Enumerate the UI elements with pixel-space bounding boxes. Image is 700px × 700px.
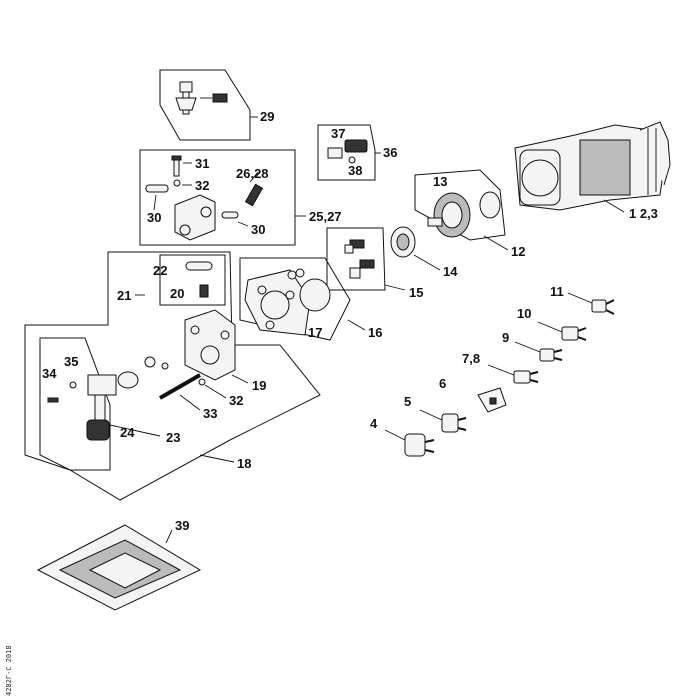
callout-35: 35 xyxy=(64,354,78,369)
callout-26-28: 26,28 xyxy=(236,166,269,181)
callout-17: 17 xyxy=(308,325,322,340)
frame-21 xyxy=(159,254,226,306)
callout-32b: 32 xyxy=(229,393,243,408)
group-36: 37 38 36 xyxy=(317,124,397,181)
callout-25-27: 25,27 xyxy=(309,209,342,224)
frame-16 xyxy=(239,257,351,341)
callout-20: 20 xyxy=(170,286,184,301)
callout-24: 24 xyxy=(120,425,135,440)
callout-4: 4 xyxy=(370,416,378,431)
document-code: 4282Г-С 2018 xyxy=(5,645,13,696)
packaging-icon xyxy=(36,524,202,611)
callout-19: 19 xyxy=(252,378,266,393)
frame-23 xyxy=(39,337,111,471)
gear-icon xyxy=(427,191,501,238)
callout-13: 13 xyxy=(433,174,447,189)
motor-housing-icon xyxy=(514,121,671,211)
switch-icon xyxy=(327,139,368,164)
frame-29 xyxy=(159,69,251,141)
callout-36: 36 xyxy=(383,145,397,160)
callout-21: 21 xyxy=(117,288,131,303)
bearing-icon xyxy=(390,226,416,258)
callout-37: 37 xyxy=(331,126,345,141)
callout-33: 33 xyxy=(203,406,217,421)
callout-30b: 30 xyxy=(251,222,265,237)
callout-39: 39 xyxy=(175,518,189,533)
check-valve-icon xyxy=(344,239,375,279)
callout-38: 38 xyxy=(348,163,362,178)
callout-5: 5 xyxy=(404,394,411,409)
callout-16: 16 xyxy=(368,325,382,340)
callout-29: 29 xyxy=(260,109,274,124)
callout-12: 12 xyxy=(511,244,525,259)
seal-kit-icon xyxy=(185,261,213,298)
frame-36 xyxy=(317,124,376,181)
callout-1-2-3: 1 2,3 xyxy=(629,206,658,221)
callout-32a: 32 xyxy=(195,178,209,193)
document-code-text: 4282Г-С 2018 xyxy=(5,645,13,696)
pump-housing-icon xyxy=(244,268,331,336)
callout-6: 6 xyxy=(439,376,446,391)
callout-23: 23 xyxy=(166,430,180,445)
callout-30a: 30 xyxy=(147,210,161,225)
callout-31: 31 xyxy=(195,156,209,171)
callout-11: 11 xyxy=(550,284,564,299)
group-25-27: 31 32 30 26,28 30 25,27 xyxy=(139,149,342,246)
valve-block-icon xyxy=(174,194,216,241)
valve-icon xyxy=(175,81,228,115)
callout-18: 18 xyxy=(237,456,251,471)
frame-25-27 xyxy=(139,149,296,246)
group-29: 29 xyxy=(159,69,274,141)
callout-34: 34 xyxy=(42,366,57,381)
callout-15: 15 xyxy=(409,285,423,300)
frame-15 xyxy=(326,227,386,291)
callout-22: 22 xyxy=(153,263,167,278)
power-plug-icon xyxy=(384,292,615,457)
callout-7-8: 7,8 xyxy=(462,351,480,366)
spring-icon xyxy=(244,171,264,207)
callout-14: 14 xyxy=(443,264,458,279)
nozzle-icon xyxy=(86,374,117,441)
frame-12 xyxy=(414,169,506,241)
callout-9: 9 xyxy=(502,330,509,345)
pump-head-icon xyxy=(184,309,236,381)
callout-10: 10 xyxy=(517,306,531,321)
